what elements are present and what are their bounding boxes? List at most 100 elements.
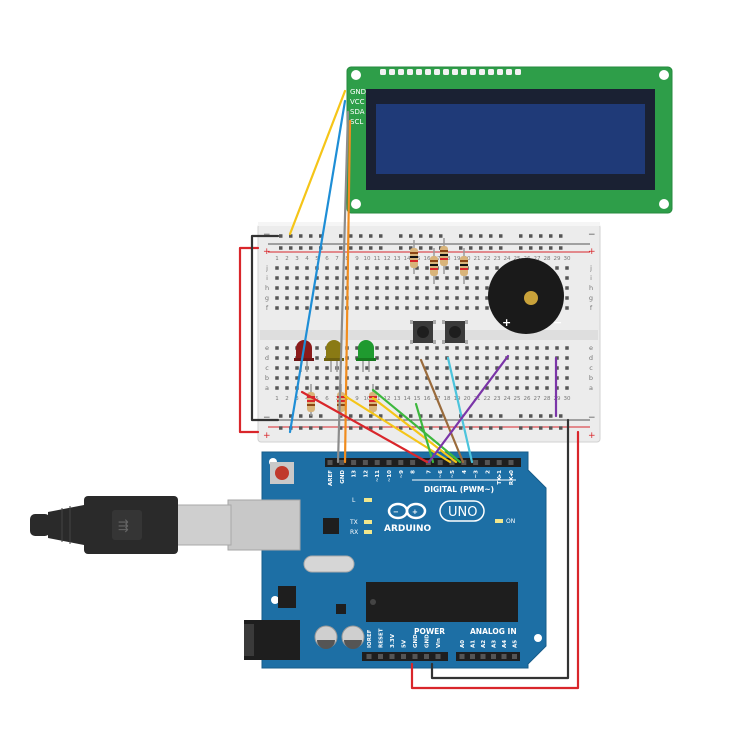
resistor[interactable] <box>440 238 448 274</box>
bb-hole <box>335 296 339 300</box>
bb-row-letter: e <box>589 344 593 352</box>
bb-hole <box>545 366 549 370</box>
bb-hole <box>505 386 509 390</box>
bb-row-letter: i <box>266 274 268 282</box>
bb-hole <box>515 356 519 360</box>
lcd-module[interactable]: GND VCC SDA SCL <box>346 66 673 214</box>
header-pin <box>339 460 345 465</box>
digital-pin-label: 13 <box>352 470 358 478</box>
wire-vcc-lcd <box>288 99 347 434</box>
usb-cable[interactable]: ⇶ <box>30 496 232 554</box>
resistor[interactable] <box>460 248 468 284</box>
arduino-uno-board[interactable]: L TX RX ON − + ARDUINO UNO DIGITAL (PWM~… <box>227 451 547 669</box>
bb-hole <box>385 266 389 270</box>
svg-text:+: + <box>412 508 418 516</box>
bb-hole <box>455 266 459 270</box>
bb-hole <box>285 366 289 370</box>
pushbutton[interactable] <box>410 320 436 344</box>
bb-hole <box>485 366 489 370</box>
bb-rail-hole <box>489 246 493 250</box>
bb-hole <box>475 296 479 300</box>
lcd-header-pin <box>416 69 422 75</box>
bb-hole <box>425 366 429 370</box>
led-label-rx: RX <box>350 529 358 536</box>
bb-row-letter: a <box>265 384 269 392</box>
bb-hole <box>415 286 419 290</box>
bb-column-number: 29 <box>554 396 561 402</box>
bb-hole <box>285 356 289 360</box>
led-tx <box>364 520 372 524</box>
bb-hole <box>445 346 449 350</box>
bb-hole <box>275 276 279 280</box>
bb-column-number: 13 <box>394 396 401 402</box>
header-pin <box>412 654 418 659</box>
led-yellow[interactable] <box>324 340 344 372</box>
bb-row-letter: f <box>266 304 269 312</box>
bb-hole <box>455 286 459 290</box>
digital-pin-label: AREF <box>328 470 334 486</box>
bb-hole <box>395 266 399 270</box>
bb-hole <box>355 276 359 280</box>
led-green[interactable] <box>356 340 376 372</box>
lcd-header-pin <box>461 69 467 75</box>
bb-hole <box>285 296 289 300</box>
bb-hole <box>305 306 309 310</box>
bb-hole <box>355 376 359 380</box>
bb-column-number: 30 <box>564 396 571 402</box>
bb-hole <box>325 276 329 280</box>
bb-hole <box>425 276 429 280</box>
bb-column-number: 5 <box>315 256 319 262</box>
bb-column-number: 21 <box>474 256 481 262</box>
header-pin <box>470 654 475 659</box>
bb-hole <box>435 376 439 380</box>
bb-hole <box>335 306 339 310</box>
resistor[interactable] <box>410 240 418 274</box>
bb-column-number: 22 <box>484 396 491 402</box>
resistor[interactable] <box>430 248 438 284</box>
bb-rail-hole <box>279 246 283 250</box>
bb-hole <box>455 366 459 370</box>
svg-text:−: − <box>393 508 399 516</box>
pushbutton[interactable] <box>442 320 468 344</box>
usb-chip <box>323 518 339 534</box>
bb-hole <box>285 266 289 270</box>
bb-hole <box>295 366 299 370</box>
header-pin <box>491 654 496 659</box>
bb-hole <box>315 356 319 360</box>
piezo-buzzer[interactable]: + − <box>488 258 564 334</box>
bb-hole <box>555 266 559 270</box>
bb-rail-hole <box>429 234 433 238</box>
bb-rail-hole <box>289 414 293 418</box>
bb-hole <box>355 386 359 390</box>
bb-hole <box>395 306 399 310</box>
led-rx <box>364 530 372 534</box>
mount-hole <box>351 199 361 209</box>
bb-hole <box>565 376 569 380</box>
bb-hole <box>445 306 449 310</box>
crystal <box>303 555 355 573</box>
bb-hole <box>445 266 449 270</box>
bb-hole <box>375 366 379 370</box>
bb-hole <box>455 296 459 300</box>
bb-column-number: 2 <box>285 396 289 402</box>
bb-hole <box>435 356 439 360</box>
lcd-pin-scl: SCL <box>350 118 363 126</box>
bb-hole <box>465 346 469 350</box>
bb-row-letter: j <box>589 264 592 272</box>
reset-button[interactable] <box>270 462 294 484</box>
bb-row-letter: d <box>265 354 269 362</box>
bb-rail-hole <box>419 426 423 430</box>
digital-pin-label: RX◂0 <box>509 470 515 485</box>
bb-hole <box>465 286 469 290</box>
bb-hole <box>355 346 359 350</box>
digital-pin-label: 8 <box>411 470 417 474</box>
analog-pin-label: A2 <box>481 640 487 648</box>
bb-rail-hole <box>309 234 313 238</box>
digital-pin-label: ~11 <box>375 470 381 482</box>
bb-column-number: 25 <box>514 396 521 402</box>
bb-hole <box>415 376 419 380</box>
bb-hole <box>275 346 279 350</box>
lcd-screen <box>376 104 645 174</box>
bb-column-number: 28 <box>544 396 551 402</box>
bb-rail-hole <box>339 234 343 238</box>
